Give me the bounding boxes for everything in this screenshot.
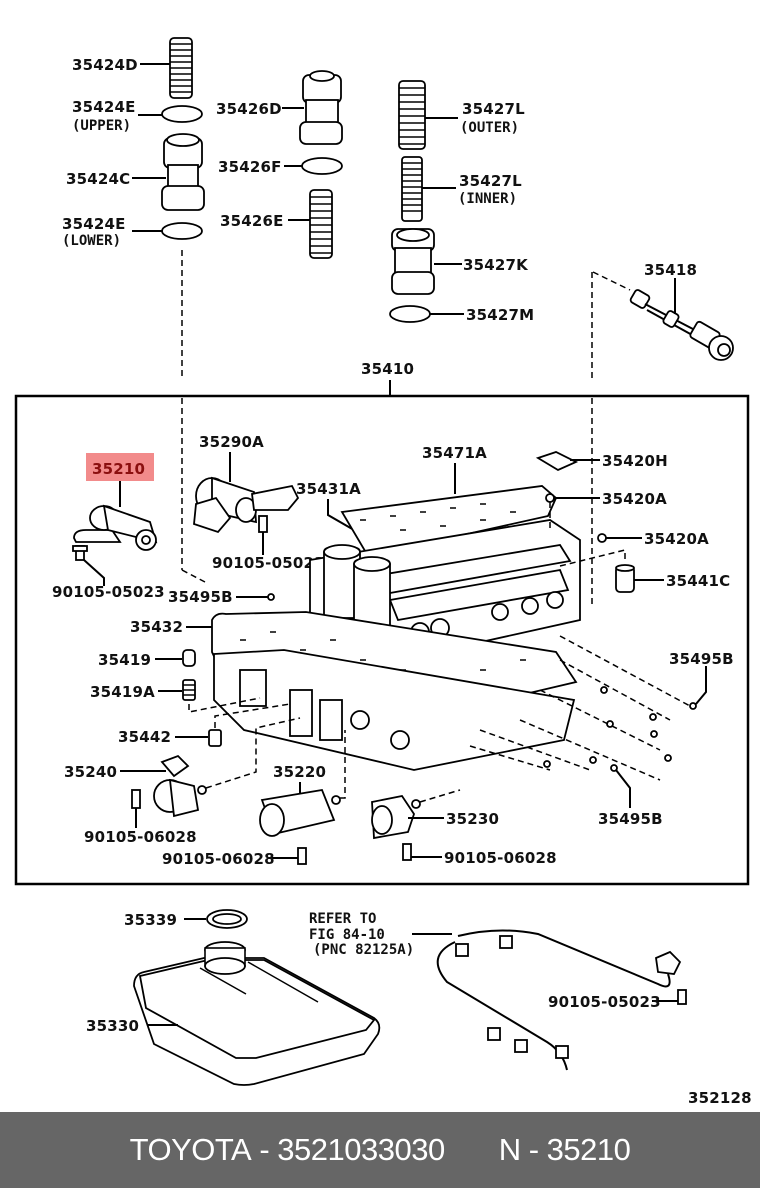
part-35339-seal[interactable] <box>206 909 248 929</box>
part-35495B-balls[interactable] <box>543 686 697 772</box>
footer-part-code: 35210 <box>546 1132 631 1167</box>
part-35240-solenoid[interactable] <box>153 754 207 818</box>
label-35420A-b[interactable]: 35420A <box>644 530 709 548</box>
label-35427L-inner-note: (INNER) <box>458 191 517 207</box>
footer-prefix: N <box>498 1132 521 1167</box>
part-35427L-outer-spring[interactable] <box>398 80 426 150</box>
label-35424C[interactable]: 35424C <box>66 170 130 188</box>
part-35419A-spring[interactable] <box>182 679 196 701</box>
label-35290A[interactable]: 35290A <box>199 433 264 451</box>
part-wire-harness[interactable] <box>436 929 682 1071</box>
part-35220-solenoid[interactable] <box>259 788 341 837</box>
part-lower-valve-body <box>213 649 576 771</box>
part-35424C-sleeve[interactable] <box>161 133 205 211</box>
part-35424E-upper-oring[interactable] <box>161 105 203 123</box>
label-35210[interactable]: 35210 <box>92 460 145 478</box>
part-35427K-sleeve[interactable] <box>391 228 435 295</box>
label-90105-05023-c[interactable]: 90105-05023 <box>548 993 661 1011</box>
label-35441C[interactable]: 35441C <box>666 572 730 590</box>
part-90105-06028-bolt-c[interactable] <box>402 843 412 861</box>
label-35419A[interactable]: 35419A <box>90 683 155 701</box>
part-90105-06028-bolt-b[interactable] <box>297 847 307 865</box>
part-35210-solenoid[interactable] <box>73 504 158 551</box>
part-90105-06028-bolt-a[interactable] <box>131 789 141 809</box>
label-35424E-lower[interactable]: 35424E <box>62 215 126 233</box>
label-35220[interactable]: 35220 <box>273 763 326 781</box>
label-90105-06028-a[interactable]: 90105-06028 <box>84 828 197 846</box>
label-35424E-upper[interactable]: 35424E <box>72 98 136 116</box>
part-35330-oil-strainer[interactable] <box>133 941 381 1086</box>
part-35290A-solenoid[interactable] <box>193 476 300 534</box>
label-35424D[interactable]: 35424D <box>72 56 138 74</box>
part-35426E-spring[interactable] <box>309 189 333 259</box>
footer-part-number: 3521033030 <box>277 1132 445 1167</box>
label-35432[interactable]: 35432 <box>130 618 183 636</box>
label-refer-line1[interactable]: REFER TO <box>309 911 376 927</box>
part-35426F-oring[interactable] <box>301 157 343 175</box>
part-35419-valve[interactable] <box>182 649 196 667</box>
part-35420A-ball-b[interactable] <box>597 533 607 543</box>
label-35426D[interactable]: 35426D <box>216 100 282 118</box>
label-35419[interactable]: 35419 <box>98 651 151 669</box>
label-90105-05023-a[interactable]: 90105-05023 <box>52 583 165 601</box>
part-35471A-separator-plate[interactable] <box>340 485 558 558</box>
label-35431A[interactable]: 35431A <box>296 480 361 498</box>
label-refer-line2[interactable]: FIG 84-10 <box>309 927 385 943</box>
label-35471A[interactable]: 35471A <box>422 444 487 462</box>
label-35420A-a[interactable]: 35420A <box>602 490 667 508</box>
part-35427M-oring[interactable] <box>389 305 431 323</box>
part-35441C-plug[interactable] <box>615 564 635 593</box>
footer-brand: TOYOTA <box>129 1132 252 1167</box>
label-35495B-c[interactable]: 35495B <box>598 810 663 828</box>
figure-id: 352128 <box>688 1089 752 1107</box>
label-35420H[interactable]: 35420H <box>602 452 668 470</box>
label-35442[interactable]: 35442 <box>118 728 171 746</box>
label-35410[interactable]: 35410 <box>361 360 414 378</box>
label-35426E[interactable]: 35426E <box>220 212 284 230</box>
part-90105-05023-bolt-c[interactable] <box>677 989 687 1005</box>
part-35426D-valve[interactable] <box>299 70 343 145</box>
label-35418[interactable]: 35418 <box>644 261 697 279</box>
part-90105-05023-bolt-b[interactable] <box>258 515 268 533</box>
label-35427L-inner[interactable]: 35427L <box>459 172 522 190</box>
part-35424E-lower-oring[interactable] <box>161 222 203 240</box>
label-35330[interactable]: 35330 <box>86 1017 139 1035</box>
label-refer-line3[interactable]: (PNC 82125A) <box>313 942 414 958</box>
label-35427L-outer[interactable]: 35427L <box>462 100 525 118</box>
label-35339[interactable]: 35339 <box>124 911 177 929</box>
part-35427L-inner-spring[interactable] <box>401 156 423 222</box>
footer-separator: - <box>259 1132 270 1167</box>
label-35427K[interactable]: 35427K <box>463 256 529 274</box>
part-35495B-ball-a[interactable] <box>267 593 275 601</box>
label-35240[interactable]: 35240 <box>64 763 117 781</box>
part-35424D-spring[interactable] <box>169 37 193 99</box>
label-35230[interactable]: 35230 <box>446 810 499 828</box>
label-35424E-upper-note: (UPPER) <box>72 118 131 134</box>
label-35495B-a[interactable]: 35495B <box>168 588 233 606</box>
footer-bar: TOYOTA - 3521033030 N - 35210 <box>0 1112 760 1188</box>
label-35424E-lower-note: (LOWER) <box>62 233 121 249</box>
label-90105-05023-b[interactable]: 90105-05023 <box>212 554 325 572</box>
part-90105-05023-bolt-a[interactable] <box>72 545 88 561</box>
label-35427L-outer-note: (OUTER) <box>460 120 519 136</box>
label-35426F[interactable]: 35426F <box>218 158 282 176</box>
part-35418-valve-rod[interactable] <box>591 271 734 378</box>
part-35420H-plate[interactable] <box>535 451 579 472</box>
label-35495B-b[interactable]: 35495B <box>669 650 734 668</box>
label-35427M[interactable]: 35427M <box>466 306 534 324</box>
footer-separator-2: - <box>528 1132 539 1167</box>
label-90105-06028-b[interactable]: 90105-06028 <box>162 850 275 868</box>
highlight-35210 <box>86 453 154 481</box>
assembly-35410-box <box>14 394 750 886</box>
parts-diagram: 35424D 35424E (UPPER) 35424C 35424E (LOW… <box>14 37 752 1107</box>
part-35420A-ball-a[interactable] <box>545 493 555 503</box>
part-35442-filter[interactable] <box>208 729 222 747</box>
label-90105-06028-c[interactable]: 90105-06028 <box>444 849 557 867</box>
part-35230-solenoid[interactable] <box>371 794 421 840</box>
